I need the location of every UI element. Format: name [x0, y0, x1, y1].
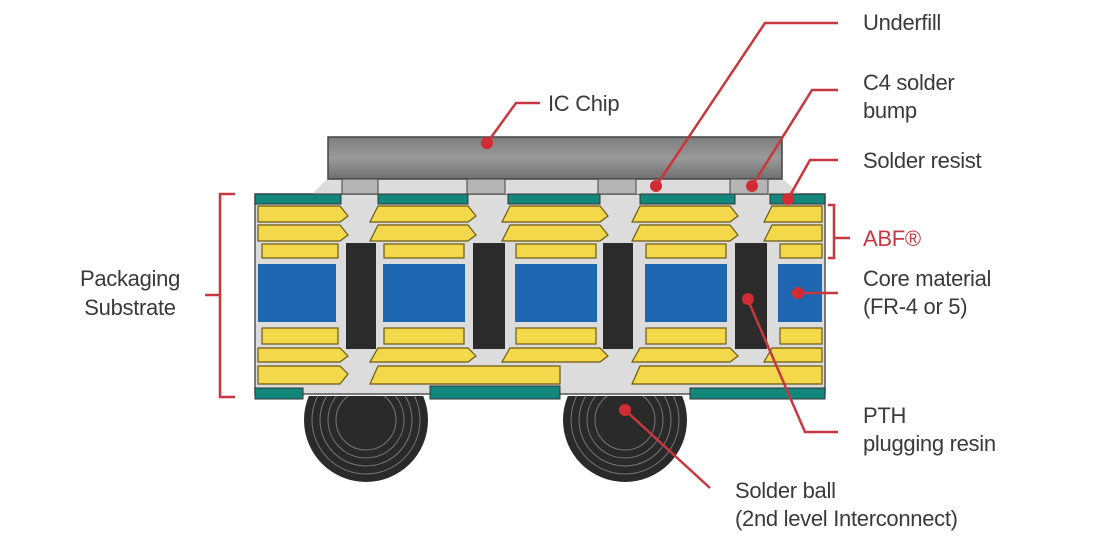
abf-upper-layers [257, 205, 823, 259]
core-material [258, 264, 822, 322]
solder-resist-label: Solder resist [863, 148, 982, 173]
underfill-label: Underfill [863, 10, 941, 35]
core-material-label-line2: (FR-4 or 5) [863, 294, 968, 319]
ic-chip-label: IC Chip [548, 91, 620, 116]
c4-bump-label-line2: bump [863, 98, 917, 123]
pth-label-line1: PTH [863, 403, 907, 428]
solder-ball-label-line1: Solder ball [735, 478, 836, 503]
abf-label: ABF® [863, 226, 921, 251]
packaging-substrate-label-line1: Packaging [79, 266, 181, 291]
c4-solder-bumps [341, 178, 769, 195]
core-material-label-line1: Core material [863, 266, 992, 291]
leader-dots [481, 137, 804, 416]
abf-lower-layers [257, 327, 823, 385]
packaging-substrate-label-line2: Substrate [84, 295, 176, 320]
bottom-solder-resist [254, 385, 826, 400]
top-solder-resist [254, 193, 826, 205]
underfill [312, 178, 800, 194]
c4-bump-label-line1: C4 solder [863, 70, 955, 95]
ic-chip [327, 136, 783, 180]
pth-label-line2: plugging resin [863, 431, 996, 456]
solder-ball-label-line2: (2nd level Interconnect) [735, 506, 958, 531]
leader-lines [205, 21, 850, 489]
solder-balls [304, 396, 687, 482]
